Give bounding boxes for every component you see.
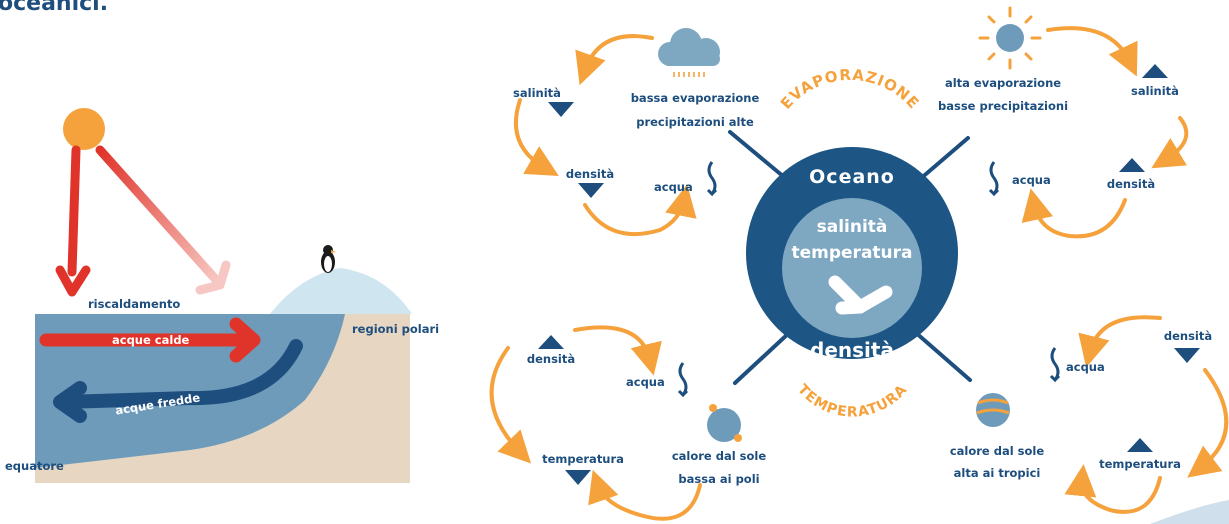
evaporation-arc-label: EVAPORAZIONE [777,66,923,113]
br-line2: alta ai tropici [953,466,1041,480]
tl-line2: precipitazioni alte [636,115,754,129]
polar-ice [270,268,412,314]
planet-icon [976,393,1010,427]
ocean-inner-circle [782,198,922,338]
tr-cycle-arrows [1021,26,1189,239]
br-density: densità [1163,329,1213,343]
bl-cycle-arrows [489,325,702,521]
bl-line1: calore dal sole [671,449,767,463]
cold-current-arrow [53,339,303,423]
temperature-arc-label: TEMPERATURA [794,382,911,421]
density-up-icon [1119,158,1145,172]
water-wave-icon [677,362,689,398]
density-up-icon [538,335,564,349]
bl-temperature: temperatura [542,452,624,466]
salinity-down-icon [548,102,574,117]
tr-density: densità [1106,177,1156,191]
penguin-icon [321,245,336,273]
heading-fragment: oceanici. [0,0,109,16]
sun-icon [63,108,105,150]
temperature-down-icon [565,470,591,485]
density-down-arrow-icon [828,275,893,315]
bl-water: acqua [626,375,665,389]
tr-line1: alta evaporazione [944,76,1062,90]
water-wave-icon [1049,347,1061,383]
br-cycle-arrows [1064,315,1229,514]
tr-salinity: salinità [1131,84,1179,98]
water-wave-icon [988,161,1000,197]
tl-salinity: salinità [513,86,561,100]
tl-water: acqua [654,180,693,194]
heating-label: riscaldamento [88,297,181,311]
warm-current-arrow [39,317,261,363]
center-density: densità [810,338,894,362]
corner-wave [1150,500,1229,524]
br-temperature: temperatura [1099,457,1181,471]
center-salinity: salinità [816,217,888,237]
tl-density: densità [565,167,615,181]
density-down-icon [578,183,604,198]
warm-water-label: acque calde [112,333,190,347]
tl-line1: bassa evaporazione [630,91,760,105]
polar-regions-label: regioni polari [352,322,440,336]
density-down-icon [1174,348,1200,363]
tr-line2: basse precipitazioni [937,99,1069,113]
oblique-sunlight-arrow [95,145,231,295]
bl-density: densità [526,352,576,366]
water-wave-icon [706,161,718,197]
salinity-up-icon [1142,64,1168,78]
br-water: acqua [1066,360,1105,374]
bl-line2: bassa ai poli [678,472,760,486]
center-temperature: temperatura [791,243,913,263]
sun-icon [978,6,1042,70]
temperature-up-icon [1127,438,1153,452]
tr-water: acqua [1012,173,1051,187]
equator-label: equatore [5,459,64,473]
br-line1: calore dal sole [949,444,1045,458]
direct-sunlight-arrow [55,145,91,297]
planet-icon [707,404,742,442]
cloud-rain-icon [658,28,720,77]
tl-cycle-arrows [513,34,697,237]
ocean-title: Oceano [809,166,895,188]
